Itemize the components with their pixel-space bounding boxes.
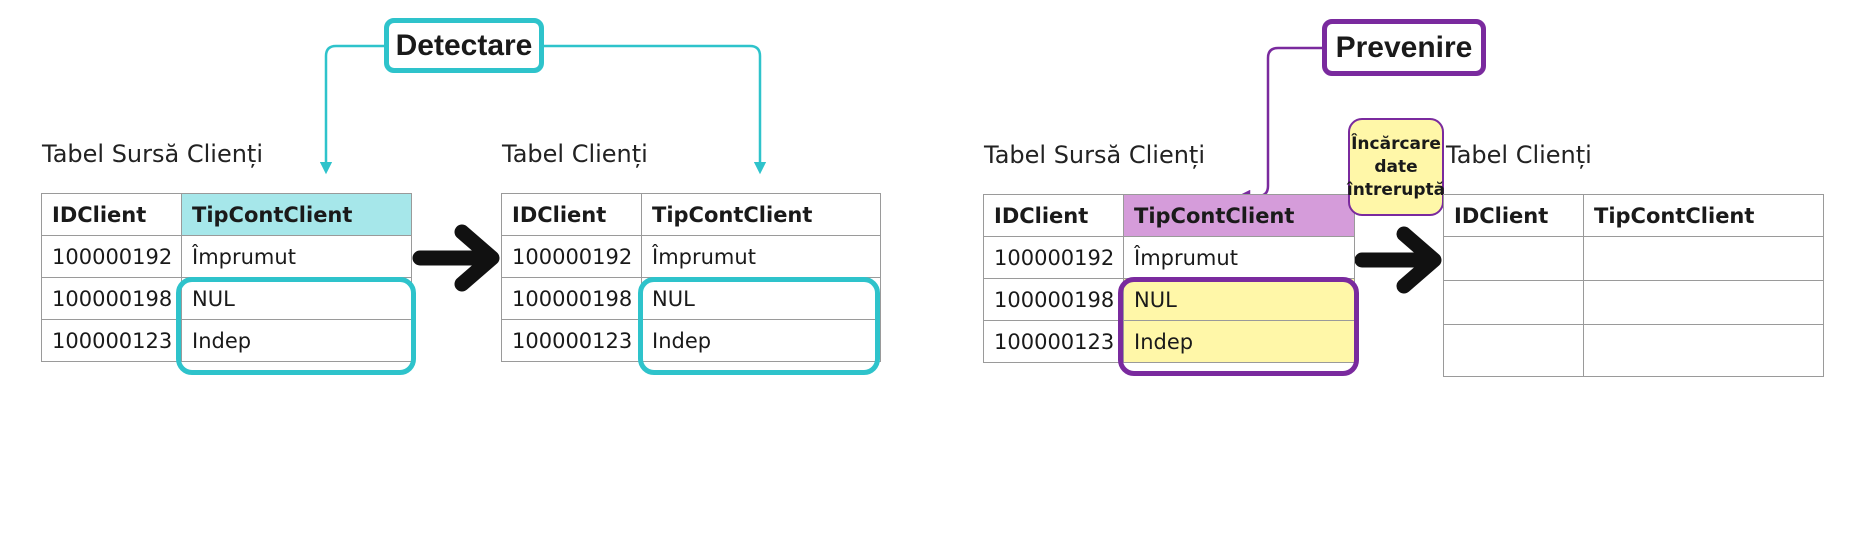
badge-line: date: [1374, 156, 1418, 177]
prevent-arrow-to-source: [1237, 46, 1324, 203]
header-cell: IDClient: [41, 193, 182, 236]
flow-arrow-detect: [412, 224, 500, 292]
id-cell: 100000123: [983, 320, 1124, 363]
table-header-row: IDClient TipContClient: [1443, 194, 1824, 237]
detect-arrow-to-source: [319, 44, 386, 175]
empty-cell: [1583, 324, 1824, 377]
detect-source-highlight: [176, 277, 416, 375]
id-cell: 100000123: [501, 319, 642, 362]
type-cell: Împrumut: [641, 235, 881, 278]
detect-target-table: IDClient TipContClient 100000192 Împrumu…: [501, 193, 881, 362]
prevent-source-table: IDClient TipContClient 100000192 Împrumu…: [983, 194, 1355, 363]
table-header-row: IDClient TipContClient: [41, 193, 412, 236]
header-cell: TipContClient: [1583, 194, 1824, 237]
detect-source-caption: Tabel Sursă Clienți: [42, 140, 263, 168]
table-row: 100000123 Indep: [501, 319, 881, 362]
empty-cell: [1583, 236, 1824, 281]
header-cell: TipContClient: [181, 193, 412, 236]
badge-text: Încărcare date întreruptă: [1347, 133, 1445, 202]
prevent-label: Prevenire: [1322, 19, 1486, 76]
flow-arrow-prevent: [1354, 226, 1442, 294]
empty-cell: [1583, 280, 1824, 325]
detect-target-highlight: [638, 277, 880, 375]
table-header-row: IDClient TipContClient: [501, 193, 881, 236]
type-cell: Indep: [181, 319, 412, 362]
detect-label: Detectare: [384, 18, 544, 73]
empty-cell: [1443, 236, 1584, 281]
header-cell: TipContClient: [641, 193, 881, 236]
detect-arrow-to-target: [543, 44, 767, 175]
id-cell: 100000192: [501, 235, 642, 278]
table-row: [1443, 324, 1824, 377]
header-cell: IDClient: [1443, 194, 1584, 237]
load-interrupted-badge: Încărcare date întreruptă: [1347, 118, 1445, 216]
detect-target-caption: Tabel Clienți: [502, 140, 648, 168]
header-cell: TipContClient: [1123, 194, 1355, 237]
type-cell: NUL: [641, 277, 881, 320]
table-row: 100000198 NUL: [501, 277, 881, 320]
table-row: 100000192 Împrumut: [983, 236, 1355, 279]
id-cell: 100000123: [41, 319, 182, 362]
badge-line: întreruptă: [1346, 179, 1446, 200]
id-cell: 100000192: [983, 236, 1124, 279]
type-cell: Împrumut: [1123, 236, 1355, 279]
badge-line: Încărcare: [1351, 133, 1441, 154]
header-cell: IDClient: [501, 193, 642, 236]
prevent-source-caption: Tabel Sursă Clienți: [984, 141, 1205, 169]
id-cell: 100000198: [41, 277, 182, 320]
header-cell: IDClient: [983, 194, 1124, 237]
table-row: 100000123 Indep: [983, 320, 1355, 363]
table-row: 100000192 Împrumut: [501, 235, 881, 278]
id-cell: 100000192: [41, 235, 182, 278]
table-row: 100000192 Împrumut: [41, 235, 412, 278]
table-row: [1443, 280, 1824, 325]
type-cell: Împrumut: [181, 235, 412, 278]
table-row: [1443, 236, 1824, 281]
type-cell: Indep: [1123, 320, 1355, 363]
table-row: 100000123 Indep: [41, 319, 412, 362]
prevent-source-highlight: [1118, 277, 1359, 376]
id-cell: 100000198: [983, 278, 1124, 321]
empty-cell: [1443, 280, 1584, 325]
prevent-target-table: IDClient TipContClient: [1443, 194, 1824, 377]
id-cell: 100000198: [501, 277, 642, 320]
type-cell: Indep: [641, 319, 881, 362]
detect-source-table: IDClient TipContClient 100000192 Împrumu…: [41, 193, 412, 362]
prevent-target-caption: Tabel Clienți: [1446, 141, 1592, 169]
empty-cell: [1443, 324, 1584, 377]
table-header-row: IDClient TipContClient: [983, 194, 1355, 237]
